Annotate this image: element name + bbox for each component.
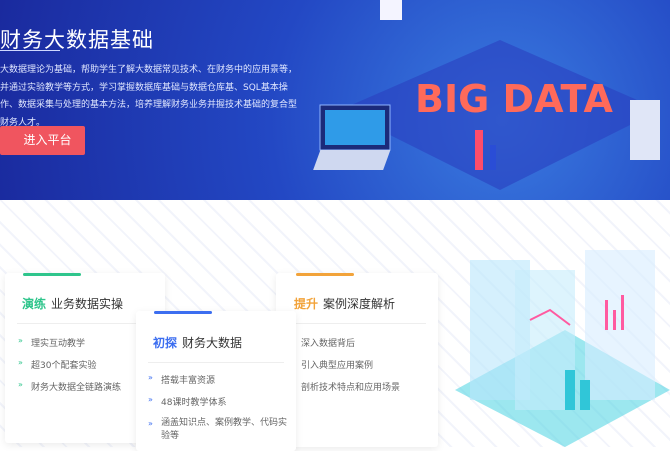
card-title: 案例深度解析 [323, 297, 396, 311]
list-item: 剖析技术特点和应用场景 [288, 380, 400, 402]
card-tag: 初探 [153, 336, 178, 350]
list-item: 财务大数据全链路演练 [18, 380, 121, 402]
list-item: 深入数据背后 [288, 336, 400, 358]
hero-description: 大数据理论为基础，帮助学生了解大数据常见技术、在财务中的应用景等，并通过实验教学… [0, 65, 298, 128]
list-item: 涵盖知识点、案例教学、代码实验等 [148, 417, 290, 443]
list-item: 引入典型应用案例 [288, 358, 400, 380]
feature-list: 理实互动教学 超30个配套实验 财务大数据全链路演练 [18, 336, 121, 402]
card-tag: 提升 [294, 297, 319, 311]
big-data-illustration: BIG DATA [313, 0, 660, 190]
enter-platform-button[interactable]: 进入平台 [0, 126, 85, 155]
isometric-data-illustration [455, 250, 670, 447]
title-underline [0, 50, 60, 51]
hero-banner: 财务大数据基础 大数据理论为基础，帮助学生了解大数据常见技术、在财务中的应用景等… [0, 0, 670, 200]
card-title: 业务数据实操 [51, 297, 124, 311]
list-item: 48课时教学体系 [148, 395, 290, 417]
big-letter-b: BIG DATA [415, 77, 613, 121]
list-item: 搭载丰富资源 [148, 373, 290, 395]
feature-list: 搭载丰富资源 48课时教学体系 涵盖知识点、案例教学、代码实验等 [148, 373, 290, 443]
feature-list: 深入数据背后 引入典型应用案例 剖析技术特点和应用场景 [288, 336, 400, 402]
card-tag: 演练 [22, 297, 47, 311]
card-title: 财务大数据 [182, 336, 243, 350]
list-item: 超30个配套实验 [18, 358, 121, 380]
list-item: 理实互动教学 [18, 336, 121, 358]
page-title: 财务大数据基础 [0, 28, 154, 52]
